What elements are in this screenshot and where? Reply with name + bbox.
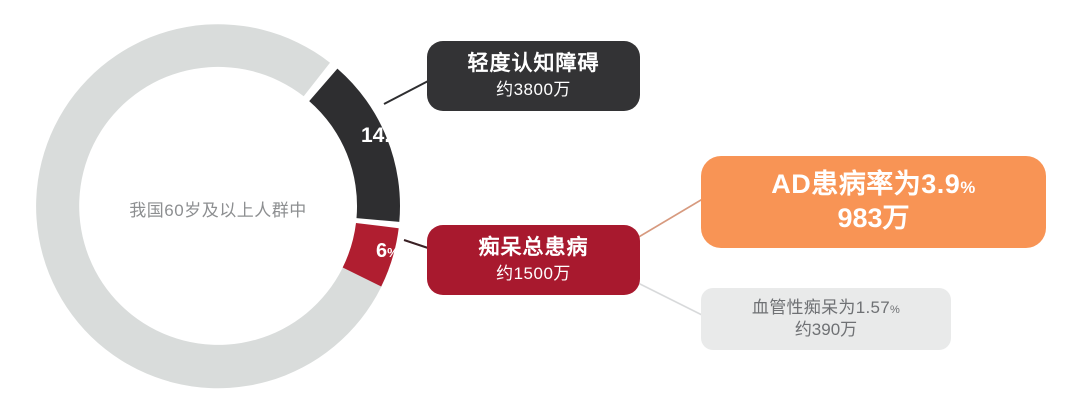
- callout-vascular-dementia[interactable]: 血管性痴呆为1.57% 约390万: [701, 288, 951, 350]
- segment-label-dementia: 6%: [376, 241, 399, 261]
- callout-ad-amount: 983万: [837, 203, 910, 233]
- callout-alzheimers-prevalence[interactable]: AD患病率为3.9% 983万: [701, 156, 1046, 248]
- callout-total-dementia[interactable]: 痴呆总患病 约1500万: [427, 225, 640, 295]
- donut-segment-dementia: [342, 223, 399, 287]
- segment-value-mci: 14.7: [361, 124, 402, 147]
- callout-dementia-amount: 约1500万: [496, 263, 571, 283]
- percent-sign-dementia: %: [387, 245, 399, 260]
- donut-center-label: 我国60岁及以上人群中: [129, 201, 307, 220]
- callout-vad-title: 血管性痴呆为1.57%: [752, 298, 900, 318]
- callout-dementia-title: 痴呆总患病: [478, 236, 589, 260]
- callout-ad-title-text: AD患病率为3.9: [771, 169, 961, 200]
- donut-segment-mci: [309, 68, 400, 222]
- segment-label-mci: 14.7%: [361, 125, 413, 146]
- callout-vad-percent-sign: %: [889, 303, 901, 316]
- donut-chart: 我国60岁及以上人群中 14.7% 6%: [18, 8, 418, 404]
- donut-chart-svg: [36, 24, 400, 389]
- percent-sign-mci: %: [401, 130, 414, 145]
- callout-ad-percent-sign: %: [960, 178, 976, 198]
- callout-ad-title: AD患病率为3.9%: [771, 169, 975, 201]
- connector-vad: [637, 282, 709, 319]
- callout-mci-amount: 约3800万: [496, 79, 571, 99]
- callout-mild-cognitive-impairment[interactable]: 轻度认知障碍 约3800万: [427, 41, 640, 111]
- callout-mci-title: 轻度认知障碍: [467, 52, 600, 76]
- segment-value-dementia: 6: [376, 240, 388, 262]
- connector-ad: [636, 196, 707, 239]
- callout-vad-amount: 约390万: [794, 320, 858, 339]
- callout-vad-title-text: 血管性痴呆为1.57: [751, 297, 890, 317]
